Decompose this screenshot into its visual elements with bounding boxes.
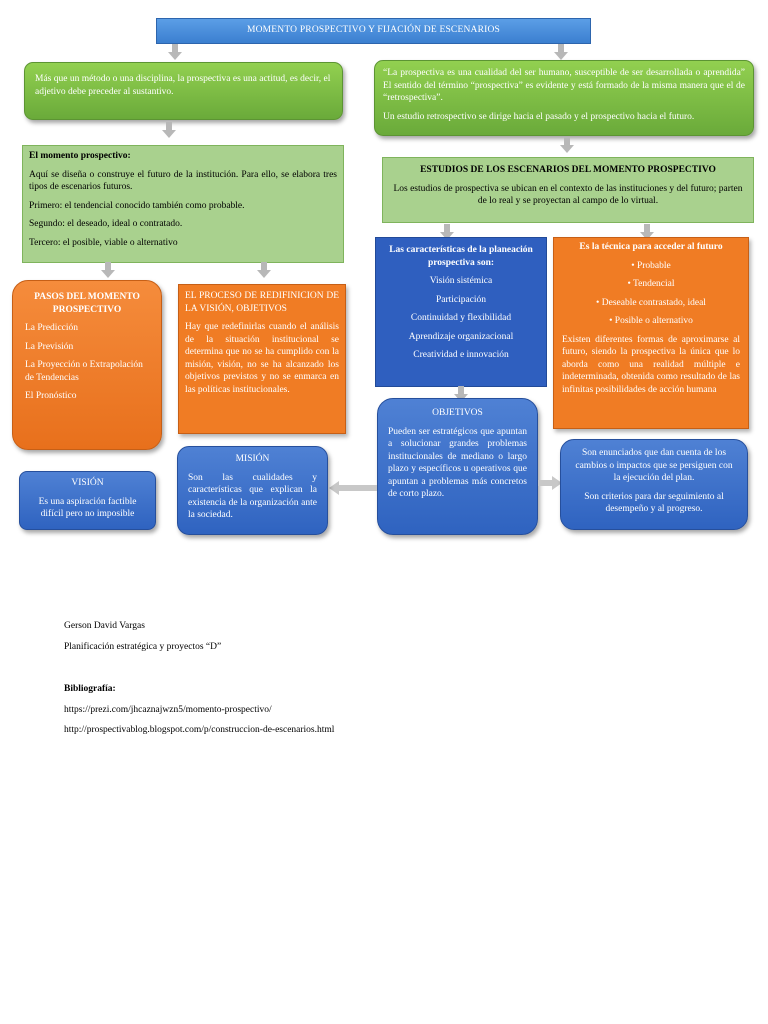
right-intro-p2: Un estudio retrospectivo se dirige hacia…: [383, 111, 695, 122]
pasos-item: La Proyección o Extrapolación de Tendenc…: [25, 360, 143, 383]
tecnica-item: • Tendencial: [627, 279, 675, 290]
proceso-box: EL PROCESO DE REDIFINICION DE LA VISIÓN,…: [178, 284, 346, 434]
bibliography-link[interactable]: http://prospectivablog.blogspot.com/p/co…: [64, 725, 335, 735]
bibliography-link[interactable]: https://prezi.com/jhcaznajwzn5/momento-p…: [64, 705, 272, 715]
arrow-down-icon: [257, 262, 271, 278]
pasos-item: La Previsión: [25, 341, 74, 352]
caracteristicas-heading: Las características de la planeación pro…: [389, 245, 533, 268]
enunciados-p1: Son enunciados que dan cuenta de los cam…: [575, 448, 733, 484]
tecnica-item: • Probable: [631, 260, 671, 271]
right-intro-p1: “La prospectiva es una cualidad del ser …: [383, 68, 745, 104]
left-intro-text: Más que un método o una disciplina, la p…: [35, 74, 331, 97]
estudios-body: Los estudios de prospectiva se ubican en…: [393, 183, 743, 207]
arrow-down-icon: [560, 137, 574, 153]
arrow-right-icon: [538, 476, 562, 490]
arrow-left-icon: [329, 481, 377, 495]
arrow-down-icon: [640, 224, 654, 240]
momento-box: El momento prospectivo: Aquí se diseña o…: [22, 145, 344, 263]
momento-p1: Aquí se diseña o construye el futuro de …: [29, 169, 337, 193]
caracteristicas-item: Continuidad y flexibilidad: [410, 313, 512, 324]
course-name: Planificación estratégica y proyectos “D…: [64, 642, 222, 652]
mision-box: MISIÓN Son las cualidades y característi…: [177, 446, 328, 535]
estudios-box: ESTUDIOS DE LOS ESCENARIOS DEL MOMENTO P…: [382, 157, 754, 223]
arrow-down-icon: [440, 224, 454, 240]
caracteristicas-item: Creatividad e innovación: [413, 350, 509, 361]
caracteristicas-box: Las características de la planeación pro…: [375, 237, 547, 387]
arrow-down-icon: [101, 262, 115, 278]
momento-p3: Segundo: el deseado, ideal o contratado.: [29, 219, 183, 230]
momento-p2: Primero: el tendencial conocido también …: [29, 200, 245, 211]
vision-box: VISIÓN Es una aspiración factible difíci…: [19, 471, 156, 530]
diagram-title: MOMENTO PROSPECTIVO Y FIJACIÓN DE ESCENA…: [156, 18, 591, 44]
tecnica-box: Es la técnica para acceder al futuro • P…: [553, 237, 749, 429]
pasos-box: PASOS DEL MOMENTO PROSPECTIVO La Predicc…: [12, 280, 162, 450]
left-intro-box: Más que un método o una disciplina, la p…: [24, 62, 343, 120]
tecnica-heading: Es la técnica para acceder al futuro: [579, 242, 723, 252]
proceso-body: Hay que redefinirlas cuando el análisis …: [185, 322, 339, 395]
arrow-down-icon: [168, 44, 182, 60]
mision-heading: MISIÓN: [235, 454, 270, 464]
pasos-item: El Pronóstico: [25, 391, 77, 402]
vision-body: Es una aspiración factible difícil pero …: [38, 496, 137, 520]
enunciados-box: Son enunciados que dan cuenta de los cam…: [560, 439, 748, 530]
pasos-heading: PASOS DEL MOMENTO PROSPECTIVO: [34, 292, 140, 315]
objetivos-body: Pueden ser estratégicos que apuntan a so…: [388, 426, 527, 500]
caracteristicas-item: Aprendizaje organizacional: [408, 331, 514, 342]
caracteristicas-item: Participación: [435, 294, 487, 305]
vision-heading: VISIÓN: [71, 478, 104, 488]
caracteristicas-item: Visión sistémica: [429, 276, 493, 287]
estudios-heading: ESTUDIOS DE LOS ESCENARIOS DEL MOMENTO P…: [420, 165, 716, 175]
arrow-down-icon: [554, 44, 568, 60]
momento-p4: Tercero: el posible, viable o alternativ…: [29, 237, 178, 248]
tecnica-item: • Posible o alternativo: [609, 316, 693, 327]
pasos-item: La Predicción: [25, 323, 79, 334]
right-intro-box: “La prospectiva es una cualidad del ser …: [374, 60, 754, 136]
momento-heading: El momento prospectivo:: [29, 151, 131, 161]
author-name: Gerson David Vargas: [64, 621, 145, 631]
arrow-down-icon: [162, 122, 176, 138]
enunciados-p2: Son criterios para dar seguimiento al de…: [584, 491, 724, 515]
proceso-heading: EL PROCESO DE REDIFINICION DE LA VISIÓN,…: [185, 291, 339, 314]
bibliography-heading: Bibliografía:: [64, 684, 116, 694]
mision-body: Son las cualidades y características que…: [188, 472, 317, 521]
tecnica-item: • Deseable contrastado, ideal: [596, 297, 706, 308]
title-text: MOMENTO PROSPECTIVO Y FIJACIÓN DE ESCENA…: [246, 25, 501, 35]
objetivos-heading: OBJETIVOS: [432, 408, 483, 418]
objetivos-box: OBJETIVOS Pueden ser estratégicos que ap…: [377, 398, 538, 535]
tecnica-body: Existen diferentes formas de aproximarse…: [562, 334, 740, 395]
